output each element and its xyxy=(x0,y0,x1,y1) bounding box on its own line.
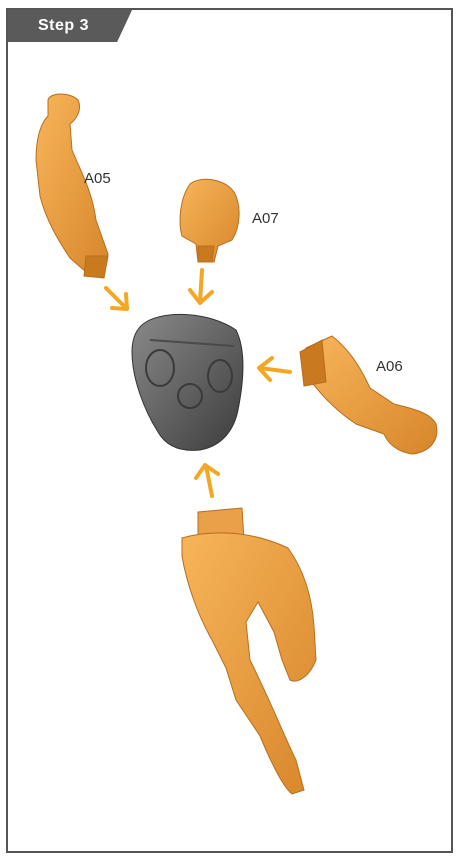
label-a06: A06 xyxy=(376,358,403,375)
arrow-a05-to-torso xyxy=(106,288,127,309)
arrow-a06-to-torso xyxy=(259,358,290,380)
arrow-legs-to-torso xyxy=(196,465,218,496)
arrow-a07-to-torso xyxy=(190,270,212,303)
part-legs xyxy=(182,508,316,794)
label-a07: A07 xyxy=(252,210,279,227)
part-a06-arm xyxy=(300,336,437,454)
part-a07-head xyxy=(180,179,239,262)
part-torso xyxy=(132,314,243,450)
label-a05: A05 xyxy=(84,170,111,187)
